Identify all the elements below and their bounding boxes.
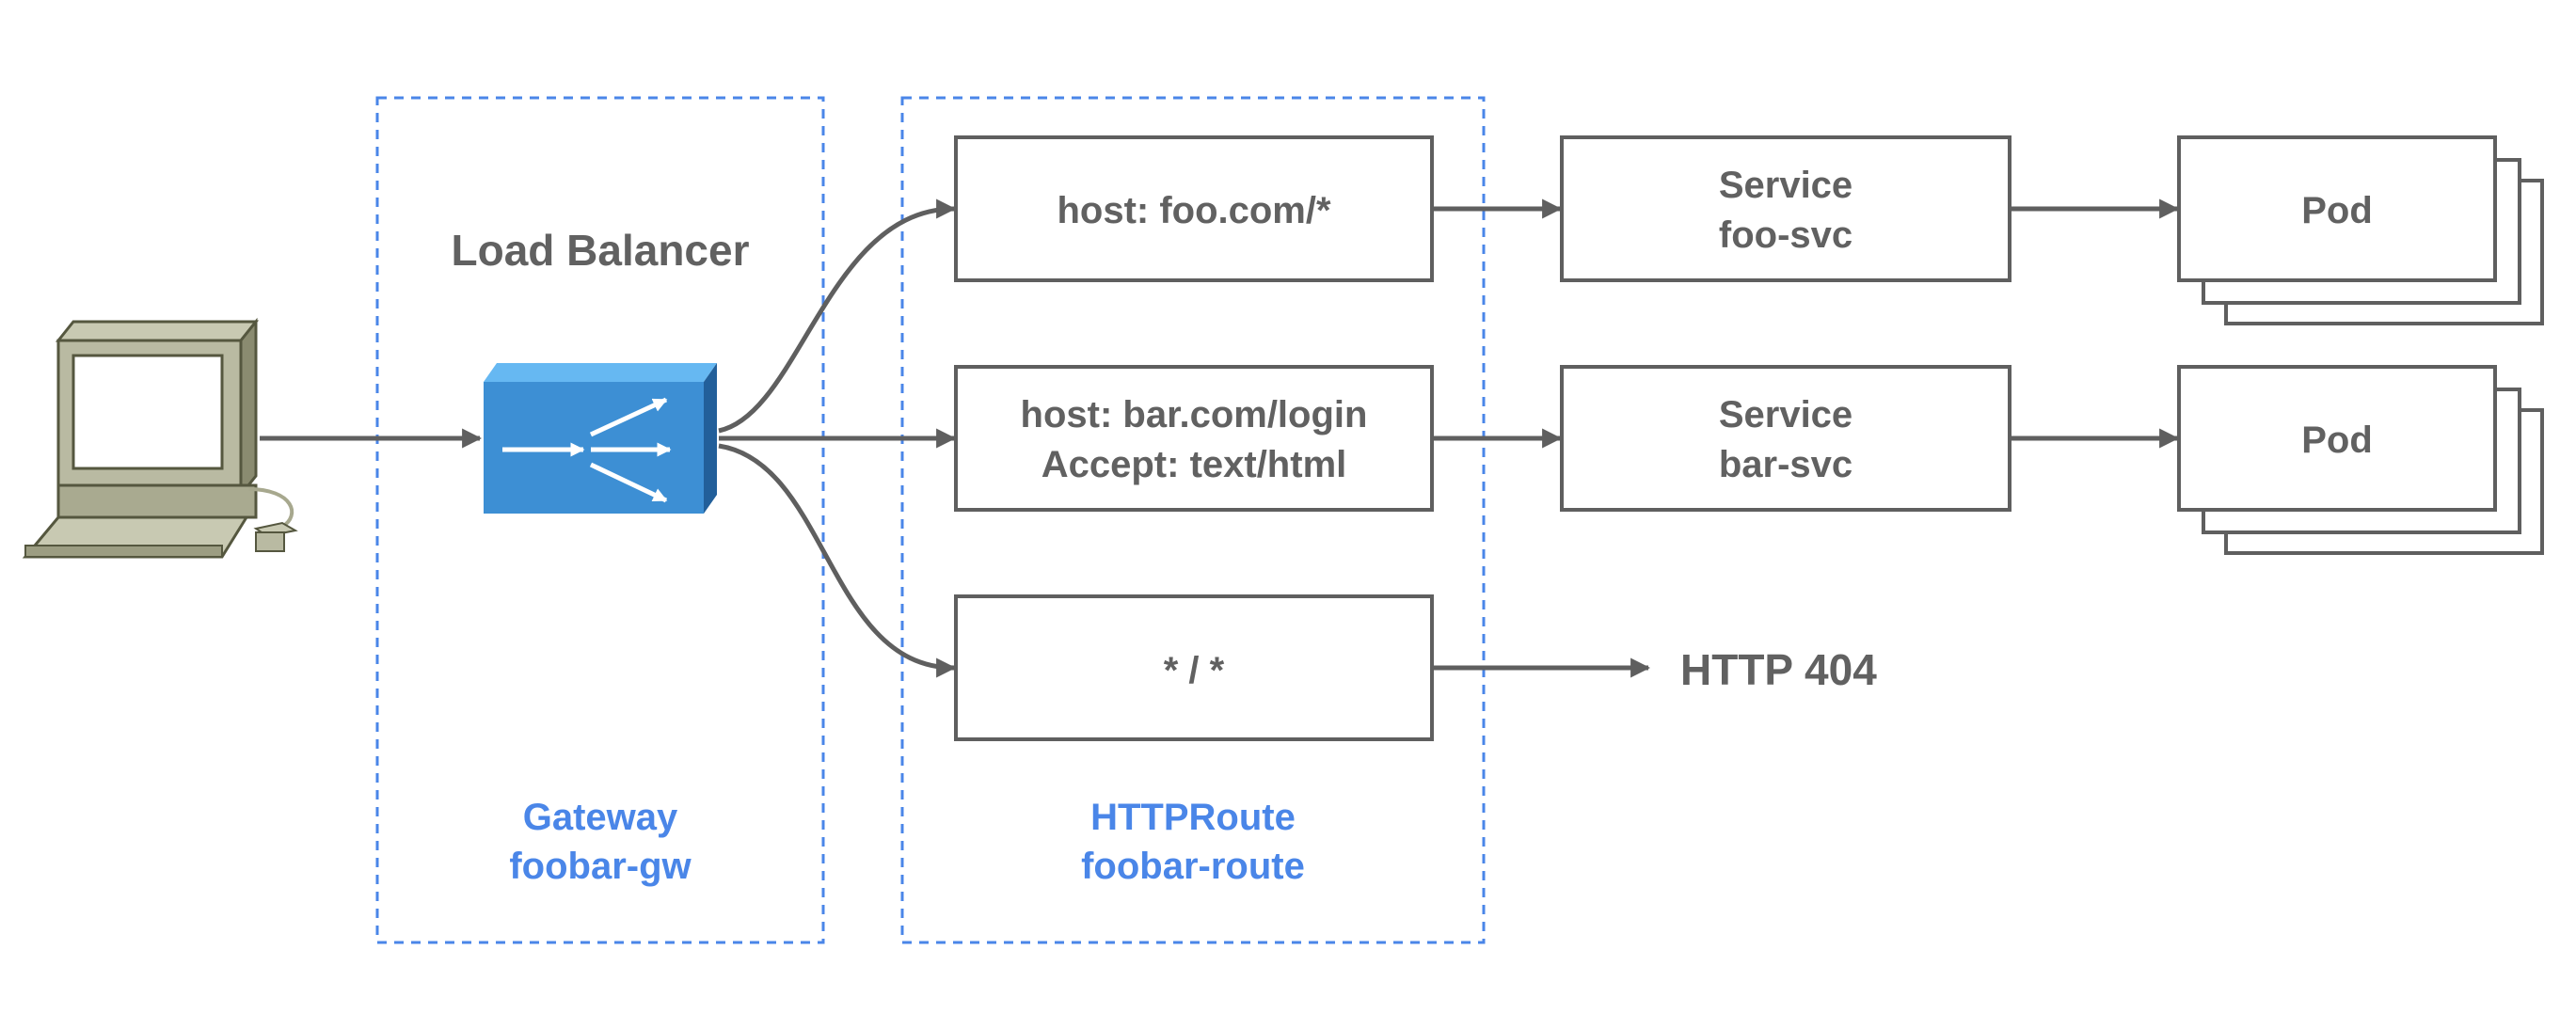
route-rule-bar bbox=[954, 365, 1434, 512]
gateway-title: Gateway bbox=[523, 797, 678, 838]
http-404-label: HTTP 404 bbox=[1680, 645, 1877, 694]
load-balancer-heading: Load Balancer bbox=[452, 226, 750, 275]
lb-to-default-rule-arrow bbox=[718, 443, 957, 678]
service-bar bbox=[1560, 365, 2012, 512]
pod-stack-foo: Pod bbox=[2177, 135, 2544, 325]
route-rule-foo-label: host: foo.com/* bbox=[1057, 190, 1331, 231]
pod-foo-label: Pod bbox=[2301, 190, 2373, 231]
httproute-name: foobar-route bbox=[1081, 846, 1305, 887]
route-rule-bar-accept: Accept: text/html bbox=[1042, 444, 1347, 485]
pod-bar-label: Pod bbox=[2301, 420, 2373, 461]
route-rule-default-label: * / * bbox=[1164, 650, 1225, 691]
pod-stack-bar: Pod bbox=[2177, 365, 2544, 555]
service-bar-name: bar-svc bbox=[1719, 444, 1852, 485]
desktop-computer-icon bbox=[22, 317, 298, 559]
load-balancer-icon bbox=[484, 363, 717, 514]
lb-to-foo-rule-arrow bbox=[718, 198, 957, 434]
service-bar-kind: Service bbox=[1719, 394, 1852, 435]
service-foo-kind: Service bbox=[1719, 165, 1852, 206]
service-foo-name: foo-svc bbox=[1719, 214, 1852, 256]
gateway-name: foobar-gw bbox=[509, 846, 692, 887]
gateway-group bbox=[375, 96, 825, 944]
httproute-title: HTTPRoute bbox=[1090, 797, 1296, 838]
httproute-group bbox=[900, 96, 1486, 944]
route-rule-bar-host: host: bar.com/login bbox=[1021, 394, 1368, 435]
service-foo bbox=[1560, 135, 2012, 282]
